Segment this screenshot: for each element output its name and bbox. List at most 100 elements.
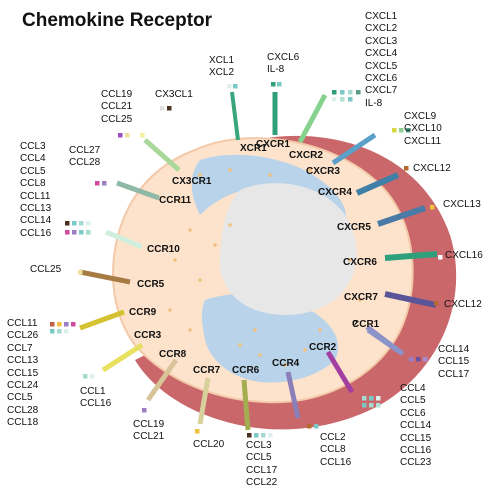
ligands-ccr3: CCL11 CCL26 CCL7 CCL13 CCL15 CCL24 CCL5 … — [7, 318, 39, 429]
receptor-cxcr2-bar — [297, 93, 328, 144]
ligand-color-square — [271, 82, 276, 87]
receptor-ccr1-label: CCR1 — [352, 319, 380, 330]
ligand-color-square — [140, 133, 145, 138]
receptor-ccr7-bar — [197, 377, 211, 425]
granule — [268, 173, 272, 177]
ligand-color-square — [268, 433, 273, 438]
granule — [258, 353, 262, 357]
receptor-ccr8-bar — [145, 358, 179, 402]
receptor-ccr5-label: CCR5 — [137, 279, 165, 290]
receptor-ccr10-label: CCR10 — [147, 244, 180, 255]
ligand-color-square — [160, 106, 165, 111]
ligand-color-square — [64, 322, 69, 327]
receptor-cxcr7-label: CXCR7 — [344, 292, 378, 303]
ligand-color-square — [86, 221, 91, 226]
granule — [253, 328, 257, 332]
ligand-color-square — [64, 329, 69, 334]
receptor-cxcr2-label: CXCR2 — [289, 150, 323, 161]
ligand-color-square — [376, 396, 381, 401]
ligand-color-square — [79, 221, 84, 226]
ligand-color-square — [90, 374, 95, 379]
ligands-cxcr4: CXCL12 — [413, 163, 451, 174]
ligand-color-square — [409, 357, 414, 362]
receptor-cxcr3-label: CXCR3 — [306, 166, 340, 177]
receptor-ccr8-label: CCR8 — [159, 349, 187, 360]
receptor-xcr1-bar — [230, 91, 240, 141]
ligand-color-square — [307, 424, 312, 429]
ligand-color-square — [227, 84, 232, 89]
ligand-color-square — [79, 230, 84, 235]
ligand-color-square — [72, 221, 77, 226]
ligands-ccr2: CCL2 CCL8 CCL16 — [320, 432, 352, 468]
receptor-ccr4-bar — [285, 371, 301, 419]
receptor-ccr4-label: CCR4 — [272, 358, 300, 369]
ligand-color-square — [430, 205, 435, 210]
ligands-cxcr2: CXCL1 CXCL2 CXCL3 CXCL4 CXCL5 CXCL6 CXCL… — [365, 11, 398, 109]
ligand-color-dots — [50, 82, 443, 438]
ligand-color-square — [434, 301, 439, 306]
ligand-color-square — [340, 97, 345, 102]
ligand-color-square — [340, 90, 345, 95]
receptor-ccr11-label: CCR11 — [159, 195, 192, 206]
receptor-ccr3-bar — [101, 342, 144, 373]
receptor-xcr1-label: XCR1 — [240, 143, 267, 154]
receptor-cxcr5-bar — [377, 205, 426, 227]
granule — [188, 328, 192, 332]
ligand-color-square — [314, 424, 319, 429]
ligand-color-square — [416, 357, 421, 362]
ligand-color-square — [86, 230, 91, 235]
granule — [198, 173, 202, 177]
receptor-cxcr6-bar — [384, 251, 438, 261]
ligands-ccr4: CCL3 CCL5 CCL17 CCL22 — [246, 440, 278, 489]
receptor-cxcr7-bar — [384, 291, 437, 308]
ligand-color-square — [348, 90, 353, 95]
ligand-color-square — [376, 403, 381, 408]
receptor-ccr6-label: CCR6 — [232, 365, 260, 376]
ligand-color-square — [356, 90, 361, 95]
ligand-color-square — [83, 374, 88, 379]
granule — [348, 258, 352, 262]
receptor-cxcr1-label: CXCR1 — [256, 139, 290, 150]
ligand-color-square — [72, 230, 77, 235]
ligand-color-square — [57, 329, 62, 334]
receptor-cx3cr1-label: CX3CR1 — [172, 176, 212, 187]
ligand-color-square — [102, 181, 107, 186]
receptor-ccr3-label: CCR3 — [134, 330, 162, 341]
receptor-ccr9-label: CCR9 — [129, 307, 157, 318]
ligands-unknown: CCL14 CCL15 CCL17 — [438, 344, 470, 380]
receptor-ccr2-bar — [325, 350, 355, 394]
ligand-color-square — [348, 97, 353, 102]
ligand-color-square — [332, 90, 337, 95]
ligand-color-square — [57, 322, 62, 327]
ligand-color-square — [50, 329, 55, 334]
ligand-color-square — [392, 128, 397, 133]
ligands-ccr11: CCL19 CCL21 CCL25 — [101, 89, 133, 125]
page-title: Chemokine Receptor — [22, 10, 213, 31]
ligand-color-square — [71, 322, 76, 327]
ligand-color-square — [254, 433, 259, 438]
granule — [198, 278, 202, 282]
ligand-color-square — [369, 403, 374, 408]
ligands-ccr6: CCL20 — [193, 439, 225, 450]
granule — [283, 363, 287, 367]
ligands-ccr1: CCL4 CCL5 CCL6 CCL14 CCL15 CCL16 CCL23 — [400, 383, 432, 469]
ligands-cxcr7: CXCL12 — [444, 299, 482, 310]
ligand-color-square — [118, 133, 123, 138]
ligand-color-square — [65, 230, 70, 235]
ligand-color-square — [65, 221, 70, 226]
ligand-color-square — [95, 181, 100, 186]
ligand-color-square — [247, 433, 252, 438]
granule — [173, 258, 177, 262]
receptor-ccr5-bar — [79, 269, 131, 285]
ligand-color-square — [50, 322, 55, 327]
receptor-cxcr4-label: CXCR4 — [318, 187, 352, 198]
ligand-color-square — [277, 82, 282, 87]
ligand-color-square — [369, 396, 374, 401]
granule — [213, 243, 217, 247]
granule — [168, 308, 172, 312]
ligand-color-square — [167, 106, 172, 111]
ligand-color-square — [423, 357, 428, 362]
receptor-ccr11-bar — [116, 180, 160, 201]
